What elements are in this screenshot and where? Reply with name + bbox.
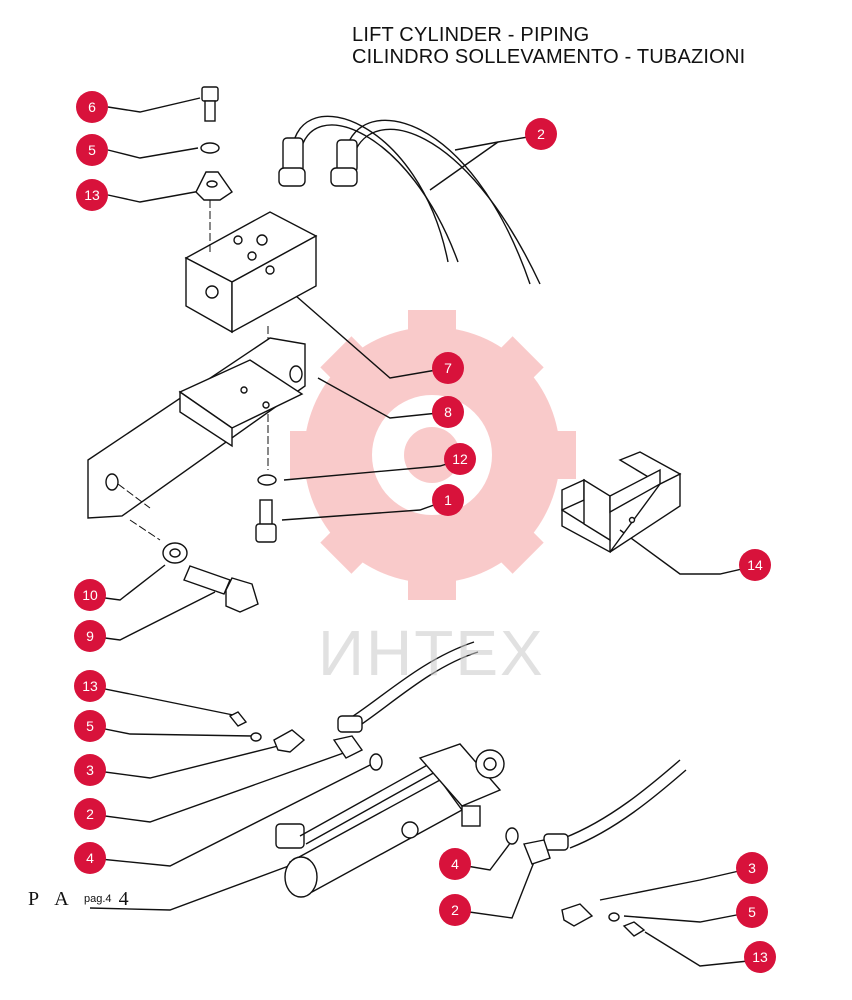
- u-bracket-icon: [561, 451, 682, 554]
- callout-3[interactable]: 3: [736, 852, 768, 884]
- clamp-icon: [273, 729, 594, 927]
- callout-13[interactable]: 13: [76, 179, 108, 211]
- callout-10[interactable]: 10: [74, 579, 106, 611]
- support-bracket-icon: [87, 337, 306, 519]
- callout-8[interactable]: 8: [432, 396, 464, 428]
- diagram-title-italian: CILINDRO SOLLEVAMENTO - TUBAZIONI: [352, 46, 746, 68]
- footer-pag-text: pag.4: [84, 893, 112, 905]
- callout-9[interactable]: 9: [74, 620, 106, 652]
- footer-pa-label: P A 4: [28, 888, 135, 911]
- callout-6[interactable]: 6: [76, 91, 108, 123]
- callout-2[interactable]: 2: [74, 798, 106, 830]
- watermark-gear-icon: [290, 310, 576, 600]
- callout-14[interactable]: 14: [739, 549, 771, 581]
- callout-13[interactable]: 13: [74, 670, 106, 702]
- callout-1[interactable]: 1: [432, 484, 464, 516]
- footer-page-number: 4: [118, 888, 135, 910]
- callout-12[interactable]: 12: [444, 443, 476, 475]
- clamp-icon: [195, 171, 233, 201]
- bolt-icon: [183, 499, 277, 613]
- washer-icon: [162, 474, 277, 564]
- bolt-icon: [228, 711, 646, 937]
- valve-block-icon: [184, 211, 318, 334]
- hose-fitting-icon: [278, 137, 358, 187]
- callout-2[interactable]: 2: [439, 894, 471, 926]
- hose-fitting-icon: [332, 715, 569, 865]
- callout-5[interactable]: 5: [76, 134, 108, 166]
- watermark-text: ИНТЕХ: [318, 617, 545, 689]
- footer-pa-text: P A: [28, 888, 74, 910]
- bolt-icon: [200, 86, 220, 154]
- washer-icon: [250, 732, 620, 922]
- callout-4[interactable]: 4: [74, 842, 106, 874]
- callout-7[interactable]: 7: [432, 352, 464, 384]
- callout-13[interactable]: 13: [744, 941, 776, 973]
- callout-2[interactable]: 2: [525, 118, 557, 150]
- diagram-title-english: LIFT CYLINDER - PIPING: [352, 24, 590, 46]
- callout-5[interactable]: 5: [74, 710, 106, 742]
- lift-cylinder-icon: [275, 743, 505, 898]
- callout-5[interactable]: 5: [736, 896, 768, 928]
- callout-3[interactable]: 3: [74, 754, 106, 786]
- callout-4[interactable]: 4: [439, 848, 471, 880]
